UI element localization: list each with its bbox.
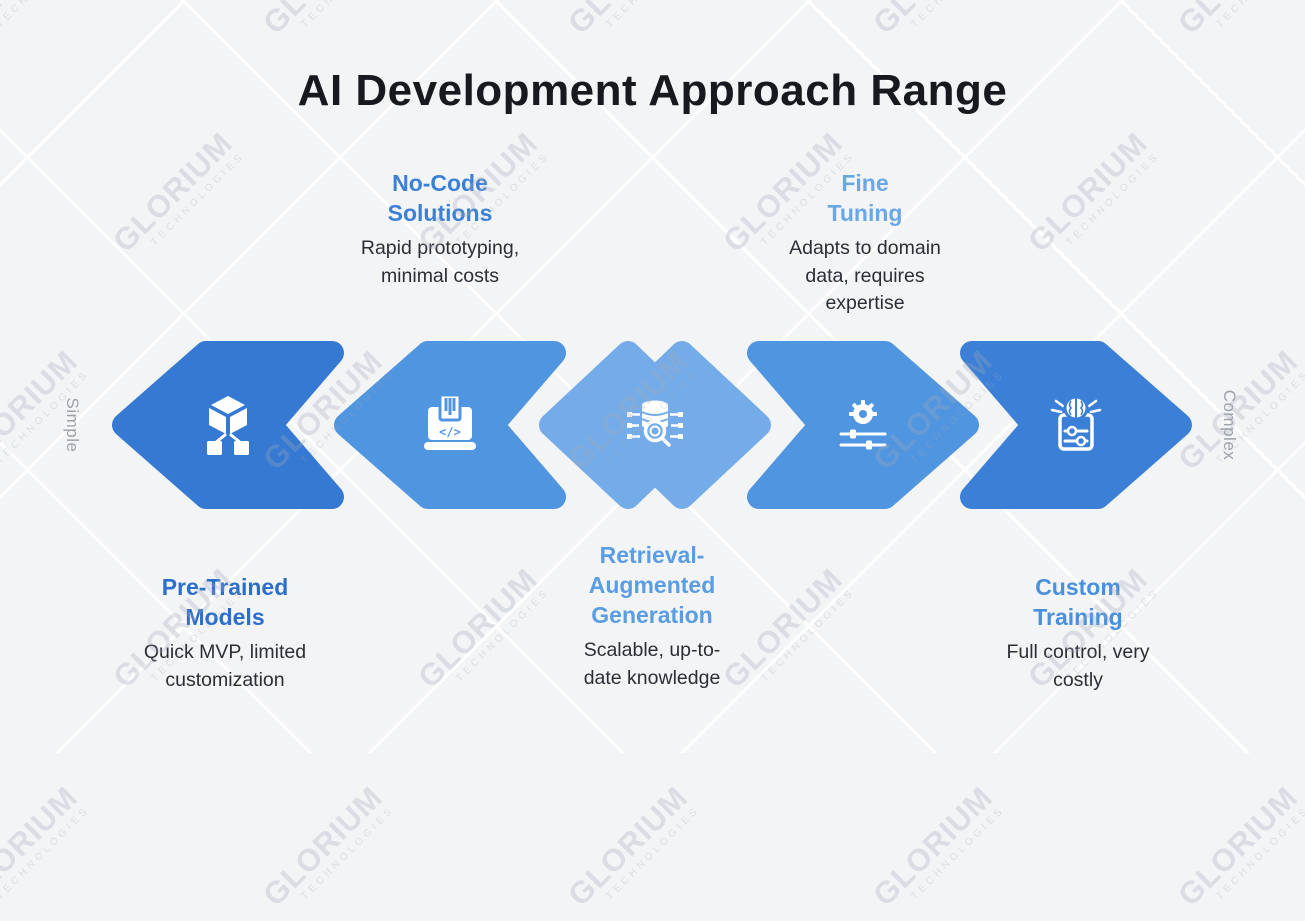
approach-heading: No-Code Solutions: [387, 170, 493, 226]
database-search-icon: [627, 400, 683, 447]
scale-label-complex: Complex: [1220, 389, 1239, 461]
arrow-custom-training: [956, 337, 1196, 513]
approach-description: Quick MVP, limited customization: [143, 641, 307, 691]
right-arrow-shape: [960, 341, 1192, 509]
page-title: AI Development Approach Range: [297, 66, 1008, 115]
approach-description: Rapid prototyping, minimal costs: [360, 237, 520, 287]
svg-text:</>: </>: [439, 425, 461, 439]
approach-label-custom-training: Custom Training Full control, very costl…: [968, 572, 1188, 694]
cube-network-icon: [207, 396, 249, 455]
left-arrow-shape: [112, 341, 344, 509]
ai-brain-tuner-icon: [1050, 395, 1102, 451]
arrow-retrieval-augmented-generation: [535, 337, 775, 513]
approach-label-retrieval-augmented-generation: Retrieval- Augmented Generation Scalable…: [542, 540, 762, 692]
approach-label-pre-trained-models: Pre-Trained Models Quick MVP, limited cu…: [105, 572, 345, 694]
approach-description: Adapts to domain data, requires expertis…: [789, 237, 941, 314]
approach-heading: Pre-Trained Models: [161, 574, 289, 630]
approach-heading: Custom Training: [1033, 574, 1123, 630]
approach-heading: Fine Tuning: [827, 170, 903, 226]
arrow-pre-trained-models: [108, 337, 348, 513]
arrow-fine-tuning: [743, 337, 983, 513]
right-arrow-shape: [747, 341, 979, 509]
gear-sliders-icon: [839, 400, 887, 450]
arrow-no-code-solutions: </>: [330, 337, 570, 513]
approach-description: Scalable, up-to- date knowledge: [583, 639, 721, 689]
approach-description: Full control, very costly: [1006, 641, 1150, 691]
approach-heading: Retrieval- Augmented Generation: [588, 542, 716, 628]
scale-label-simple: Simple: [63, 397, 82, 453]
laptop-code-icon: </>: [424, 393, 476, 450]
approach-label-no-code-solutions: No-Code Solutions Rapid prototyping, min…: [330, 168, 550, 290]
approach-label-fine-tuning: Fine Tuning Adapts to domain data, requi…: [755, 168, 975, 318]
